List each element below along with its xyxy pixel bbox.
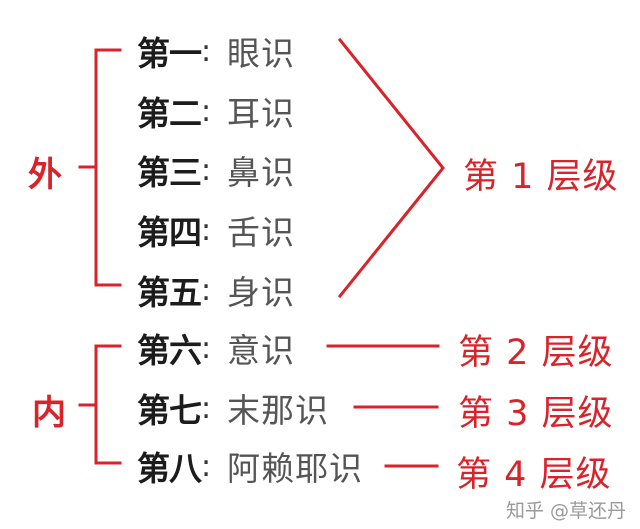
- colon: :: [201, 212, 212, 248]
- row-8: 第八 : 阿赖耶识: [137, 446, 363, 489]
- colon: :: [201, 272, 212, 308]
- ordinal-label: 第七: [137, 391, 202, 430]
- level-1-label: 第 1 层级: [463, 157, 619, 197]
- outer-bracket: [94, 48, 122, 287]
- level-4-label: 第 4 层级: [456, 455, 612, 495]
- row-2: 第二 : 耳识: [137, 91, 295, 134]
- ordinal-label: 第三: [137, 153, 202, 192]
- ordinal-label: 第八: [137, 449, 202, 488]
- ordinal-label: 第二: [137, 94, 202, 133]
- consciousness-label: 耳识: [227, 94, 295, 133]
- colon: :: [201, 448, 212, 484]
- level1-chevron: [337, 37, 445, 299]
- colon: :: [201, 152, 212, 188]
- ordinal-label: 第五: [137, 273, 202, 312]
- inner-bracket: [94, 344, 122, 465]
- row-6: 第六 : 意识: [137, 328, 295, 371]
- consciousness-label: 鼻识: [227, 153, 295, 192]
- colon: :: [201, 93, 212, 129]
- row-4: 第四 : 舌识: [137, 210, 295, 253]
- consciousness-label: 舌识: [227, 213, 295, 252]
- level-2-label: 第 2 层级: [458, 333, 614, 373]
- colon: :: [201, 330, 212, 366]
- colon: :: [201, 390, 212, 426]
- level-3-label: 第 3 层级: [458, 394, 614, 434]
- ordinal-label: 第六: [137, 331, 202, 370]
- row-1: 第一 : 眼识: [137, 31, 295, 74]
- colon: :: [201, 33, 212, 69]
- outer-group-label: 外: [28, 155, 62, 195]
- inner-group-label: 内: [32, 393, 66, 433]
- consciousness-label: 身识: [227, 273, 295, 312]
- consciousness-label: 末那识: [227, 391, 329, 430]
- row-5: 第五 : 身识: [137, 270, 295, 313]
- consciousness-label: 阿赖耶识: [227, 449, 363, 488]
- ordinal-label: 第一: [137, 34, 202, 73]
- consciousness-label: 意识: [227, 331, 295, 370]
- watermark: 知乎 @草还丹: [505, 500, 626, 522]
- ordinal-label: 第四: [137, 213, 202, 252]
- row-7: 第七 : 末那识: [137, 388, 329, 431]
- row-3: 第三 : 鼻识: [137, 150, 295, 193]
- consciousness-label: 眼识: [227, 34, 295, 73]
